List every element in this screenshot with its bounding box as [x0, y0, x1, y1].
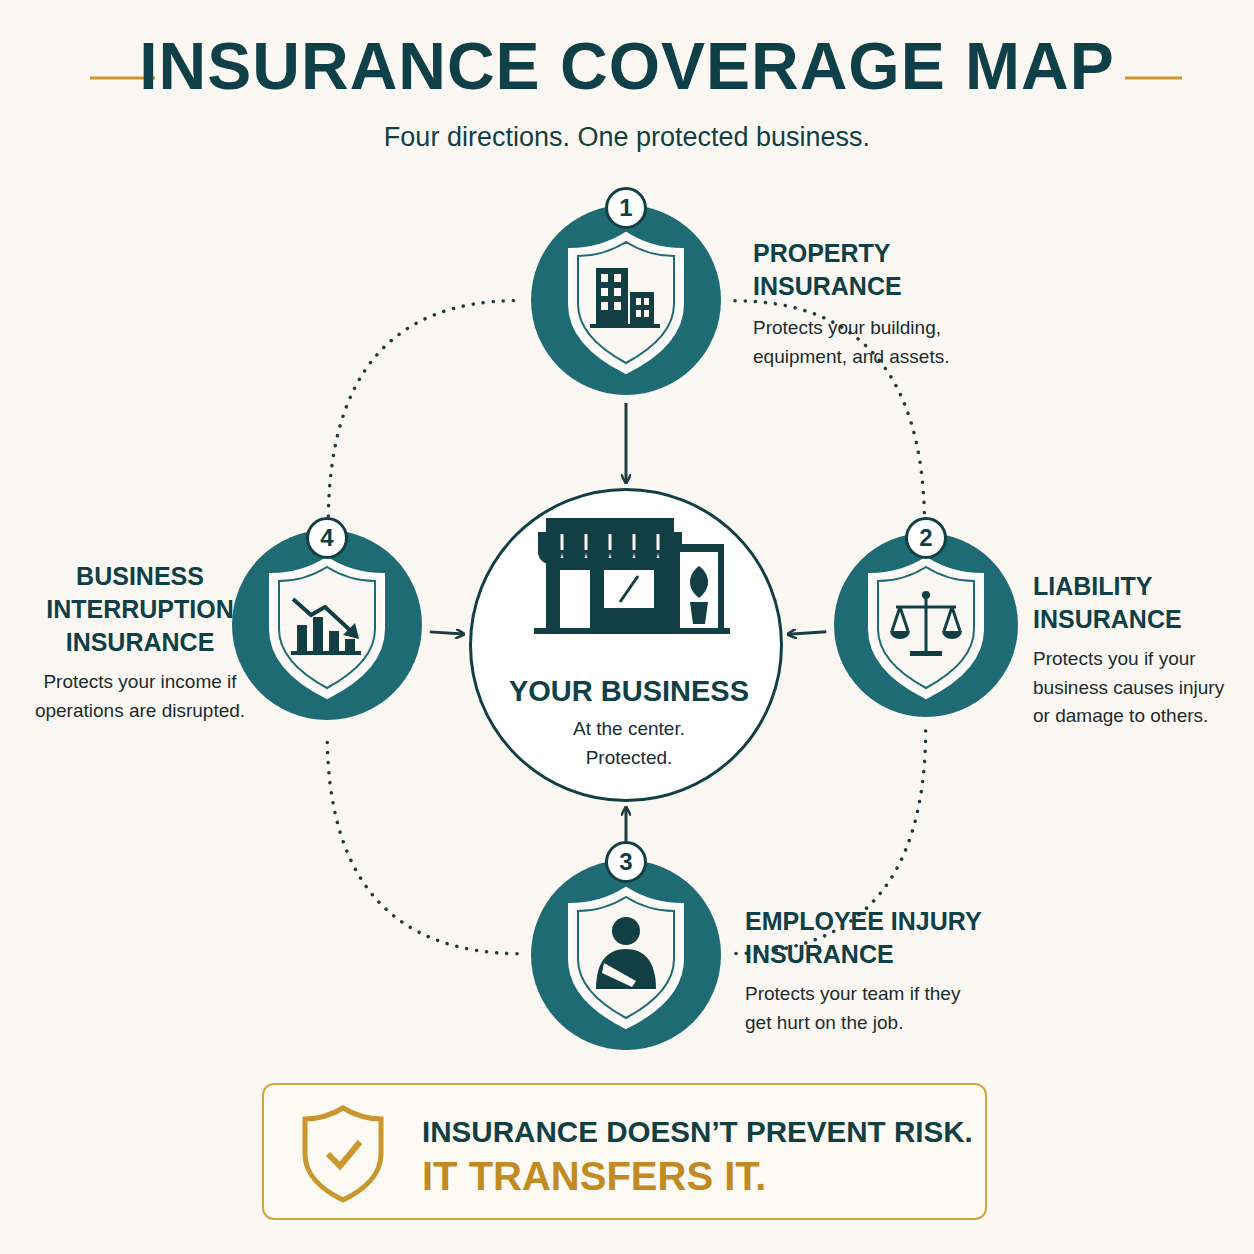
body-text: At the center. Protected.	[544, 715, 714, 772]
arrow-link	[789, 632, 827, 635]
body-text: Protects your building, equipment, and a…	[753, 314, 983, 371]
note-box: INSURANCE DOESN’T PREVENT RISK. IT TRANSF…	[262, 1083, 987, 1220]
body-text: Protects your team if they get hurt on t…	[745, 980, 985, 1037]
subtitle: Four directions. One protected business.	[0, 122, 1254, 153]
callout-number: 4	[306, 517, 348, 559]
heading: YOUR BUSINESS	[479, 675, 779, 708]
decline-chart-icon	[271, 559, 383, 697]
note-text: INSURANCE DOESN’T PREVENT RISK.	[422, 1115, 973, 1149]
dotted-link	[327, 734, 517, 954]
body-text: Protects you if your business causes inj…	[1033, 645, 1225, 731]
body-text: Protects your income if operations are d…	[30, 668, 250, 725]
title: INSURANCE COVERAGE MAP	[0, 28, 1254, 104]
callout-number: 3	[605, 841, 647, 883]
arrow-link	[430, 632, 464, 634]
storefront-icon	[534, 518, 730, 634]
scales-icon	[870, 559, 982, 697]
property-icon	[570, 234, 682, 372]
title-rule	[1125, 77, 1182, 80]
heading: LIABILITY INSURANCE	[1033, 570, 1223, 636]
note-text: IT TRANSFERS IT.	[422, 1154, 766, 1199]
heading: BUSINESS INTERRUPTION INSURANCE	[30, 560, 250, 659]
heading: EMPLOYEE INJURY INSURANCE	[745, 905, 1007, 971]
arrow-link	[625, 403, 628, 482]
callout-number: 2	[905, 517, 947, 559]
callout-number: 1	[605, 187, 647, 229]
injured-person-icon	[570, 889, 682, 1027]
shield-check-icon	[305, 1108, 381, 1200]
heading: PROPERTY INSURANCE	[753, 237, 943, 303]
dotted-link	[328, 301, 517, 516]
